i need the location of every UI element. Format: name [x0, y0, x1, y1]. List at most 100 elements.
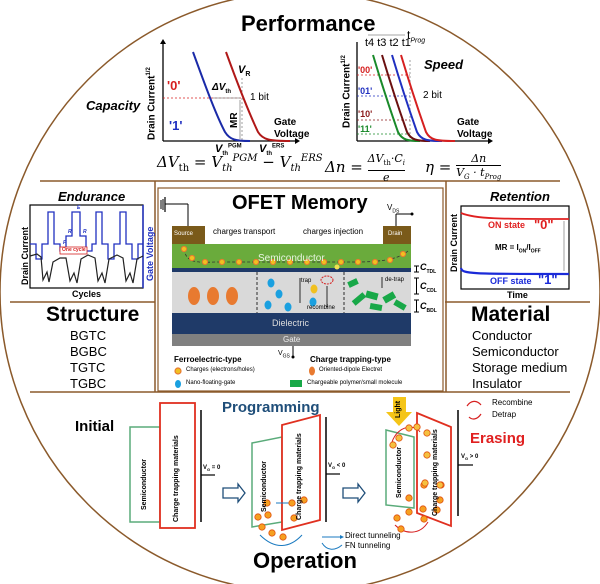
- charge-path: [183, 248, 409, 263]
- electron-charge: [405, 424, 413, 432]
- nfg-2: [275, 289, 283, 299]
- structure-item: TGTC: [70, 360, 106, 375]
- polymer-1: [347, 278, 359, 288]
- hole-charge: [300, 496, 308, 504]
- speed-curve-t2: [391, 54, 443, 142]
- detrap-legend-label: Detrap: [492, 410, 517, 419]
- vds-label: VDS: [387, 203, 400, 215]
- operation-diagram: [129, 397, 482, 546]
- hole-charge: [405, 508, 413, 516]
- electron-charge: [413, 423, 421, 431]
- speed-label: Speed: [424, 57, 464, 72]
- hole-charge: [436, 496, 444, 504]
- structure-item: BGTC: [70, 328, 107, 343]
- speed-state-10: '10': [358, 109, 373, 119]
- drain-electrode: [383, 226, 411, 244]
- programming-ctm-label: Charge trapping materials: [296, 433, 303, 520]
- endurance-chart: [29, 204, 144, 289]
- legend-charge-icon: [174, 367, 182, 375]
- endurance-cycle-box: [59, 246, 88, 255]
- ctdl-label: CTDL: [420, 262, 437, 275]
- speed-curve-t3: [381, 54, 431, 142]
- speed-state-00: '00': [358, 65, 373, 75]
- source-label: Source: [174, 231, 194, 237]
- retention-off-value: "1": [538, 272, 558, 287]
- injected-charge-dot: [334, 264, 340, 270]
- polymer-5: [369, 303, 383, 311]
- charge-dot: [286, 258, 294, 266]
- legend-charge-title: Charge trapping-type: [310, 355, 391, 364]
- programming-semiconductor-label: Semiconductor: [261, 461, 268, 512]
- capacity-chart: [160, 39, 300, 144]
- capacity-pgm-curve: [192, 51, 251, 142]
- speed-curve-t1: [400, 54, 456, 142]
- capacity-delta-vth: ΔVth: [212, 82, 232, 95]
- retention-mr-formula: MR = ION/IOFF: [495, 243, 541, 255]
- erasing-label: Erasing: [470, 430, 526, 447]
- material-title: Material: [471, 303, 551, 326]
- hole-charge: [420, 515, 428, 523]
- vgs-terminal: [291, 355, 295, 359]
- retention-off-trace: [459, 267, 570, 276]
- detrap-legend-arc: [468, 413, 482, 420]
- charges-group: [180, 245, 407, 270]
- capacity-1bit: 1 bit: [250, 92, 269, 103]
- drain-label: Drain: [388, 231, 403, 237]
- charge-dot: [354, 258, 362, 266]
- capacity-ers-curve: [225, 51, 291, 142]
- endurance-gate-voltage-trace: [30, 211, 143, 260]
- vds-terminal: [410, 212, 414, 216]
- speed-curve-t4: [372, 54, 421, 142]
- charge-dot: [252, 258, 260, 266]
- retention-on-value: "0": [534, 217, 554, 232]
- gate-electrode: [172, 334, 411, 346]
- polymer-4: [382, 291, 397, 304]
- charge-dot: [269, 258, 277, 266]
- erasing-vg-label: VG > 0: [461, 454, 479, 462]
- light-label: Light: [395, 400, 402, 418]
- hole-charge: [397, 525, 405, 533]
- erasing-semiconductor-label: Semiconductor: [396, 447, 403, 498]
- polymer-6: [393, 299, 407, 311]
- material-item: Semiconductor: [472, 344, 559, 359]
- nfg-3: [264, 300, 272, 310]
- electron-charge: [395, 434, 403, 442]
- dipole-2: [207, 287, 219, 305]
- recombine-label: recombine: [307, 305, 336, 311]
- legend-item-nfg: Nano-floating-gate: [186, 380, 236, 386]
- hole-charge: [264, 511, 272, 519]
- retention-y-axis-label: Drain Current: [449, 213, 459, 272]
- charge-dot: [399, 250, 407, 258]
- hole-charge: [254, 513, 262, 521]
- hole-charge: [288, 499, 296, 507]
- hole-charge: [393, 514, 401, 522]
- formula-delta-vth: ΔVth = VthPGM − VthERS: [157, 153, 323, 174]
- ofet-device: [160, 197, 419, 388]
- legend-dipole-icon: [309, 366, 315, 376]
- endurance-marker-p: P: [63, 240, 67, 246]
- hole-charge: [433, 506, 441, 514]
- legend-item-dipole: Oriented-dipole Electret: [319, 367, 383, 373]
- dielectric-label: Dielectric: [272, 318, 310, 328]
- speed-tprog: tProg: [407, 28, 426, 45]
- dipole-3: [226, 287, 238, 305]
- hole-charge: [279, 533, 287, 541]
- endurance-x-axis-label: Cycles: [72, 289, 102, 299]
- capacitor-tdl: [414, 265, 419, 273]
- endurance-cycle-label: One cycle: [62, 247, 86, 253]
- recombine-legend-label: Recombine: [492, 398, 533, 407]
- dipole-1: [188, 287, 200, 305]
- retention-x-axis-label: Time: [507, 290, 528, 300]
- speed-state-11: '11': [358, 124, 372, 134]
- capacity-mr: MR: [229, 112, 240, 128]
- capacity-vth-pgm: VthPGM: [215, 143, 242, 158]
- operation-charges: [254, 423, 445, 541]
- speed-chart: [356, 34, 493, 144]
- speed-state-01: '01': [358, 86, 373, 96]
- legend-item-charges: Charges (electrons/holes): [186, 367, 255, 373]
- hole-charge: [263, 499, 271, 507]
- programming-label: Programming: [222, 399, 320, 416]
